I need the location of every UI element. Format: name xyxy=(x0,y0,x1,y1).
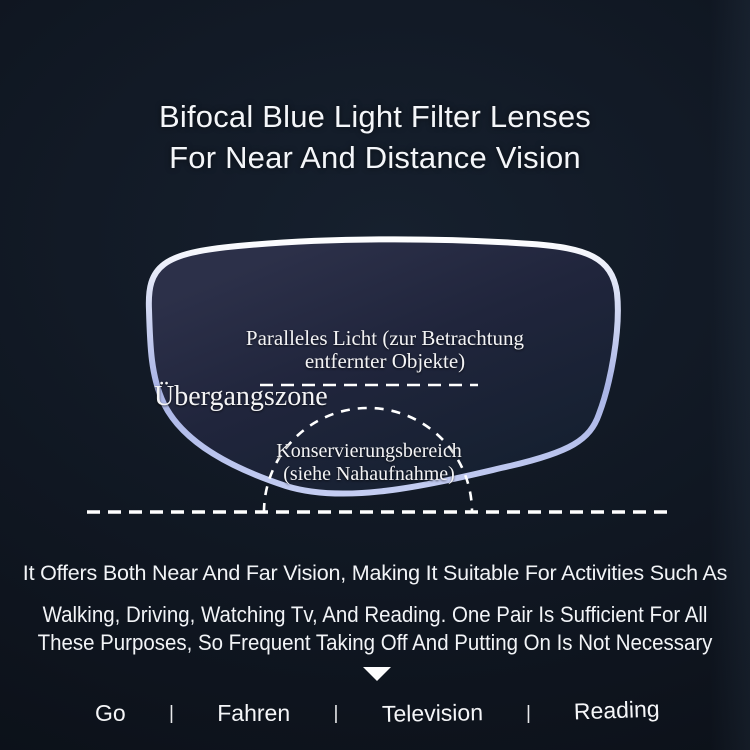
lens-shape xyxy=(145,236,621,497)
page-title-line2: For Near And Distance Vision xyxy=(169,140,581,175)
label-parallel-light: Paralleles Licht (zur Betrachtung entfer… xyxy=(230,327,540,373)
activity-item-reading: Reading xyxy=(573,695,661,725)
description-line1: It Offers Both Near And Far Vision, Maki… xyxy=(22,561,728,585)
page-title-line1: Bifocal Blue Light Filter Lenses xyxy=(158,99,591,134)
page-title: Bifocal Blue Light Filter Lenses For Nea… xyxy=(0,96,750,178)
description-paragraph2: Walking, Driving, Watching Tv, And Readi… xyxy=(26,601,724,657)
label-parallel-light-line1: Paralleles Licht (zur Betrachtung xyxy=(245,326,525,350)
separator-bar: | xyxy=(169,702,174,724)
activity-list: Go | Fahren | Television | Reading xyxy=(95,696,660,727)
separator-bar: | xyxy=(526,702,531,724)
label-parallel-light-line2: entfernter Objekte) xyxy=(304,349,466,373)
description-text: It Offers Both Near And Far Vision, Maki… xyxy=(0,561,750,657)
label-preservation-area-line2: (siehe Nahaufnahme) xyxy=(283,463,455,485)
label-preservation-area-line1: Konservierungsbereich xyxy=(276,440,462,462)
description-line3: These Purposes, So Frequent Taking Off A… xyxy=(37,630,713,655)
activity-item-fahren: Fahren xyxy=(217,700,291,726)
label-preservation-area: Konservierungsbereich (siehe Nahaufnahme… xyxy=(240,440,498,486)
near-zone-dashed-arc xyxy=(262,406,474,513)
separator-bar: | xyxy=(333,702,339,724)
activity-item-go: Go xyxy=(95,700,126,726)
label-transition-zone: Übergangszone xyxy=(154,381,328,412)
activity-item-television: Television xyxy=(381,699,483,727)
triangle-down-icon xyxy=(363,667,391,681)
description-line2: Walking, Driving, Watching Tv, And Readi… xyxy=(42,602,708,627)
